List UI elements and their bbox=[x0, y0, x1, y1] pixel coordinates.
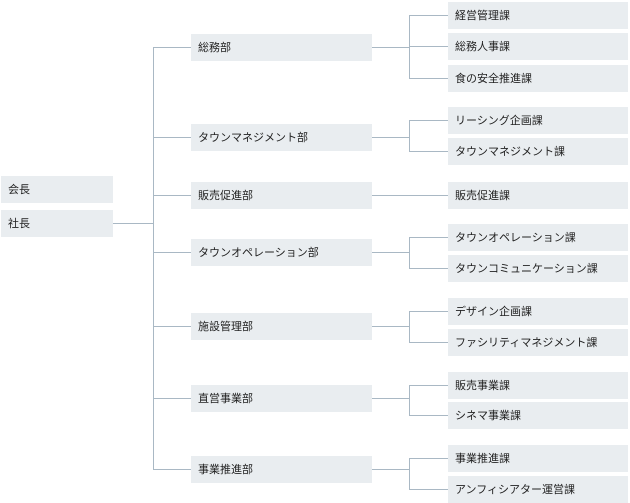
president-box: 社長 bbox=[1, 210, 113, 237]
department-box: 事業推進部 bbox=[191, 456, 372, 483]
section-label: タウンオペレーション課 bbox=[455, 231, 576, 244]
department-trunk bbox=[153, 47, 154, 469]
department-box: 総務部 bbox=[191, 34, 372, 61]
section-label: リーシング企画課 bbox=[455, 114, 543, 127]
section-label: 販売事業課 bbox=[455, 379, 510, 392]
section-label: 経営管理課 bbox=[455, 9, 510, 22]
dept-branch-line bbox=[153, 326, 191, 327]
section-trunk bbox=[409, 237, 410, 269]
president-connector bbox=[113, 223, 153, 224]
section-box: アンフィシアター運営課 bbox=[448, 476, 628, 503]
dept-section-connector bbox=[372, 326, 409, 327]
section-label: 販売促進課 bbox=[455, 189, 510, 202]
section-branch-line bbox=[409, 311, 448, 312]
section-branch-line bbox=[409, 120, 448, 121]
section-branch-line bbox=[409, 78, 448, 79]
section-box: タウンオペレーション課 bbox=[448, 224, 628, 251]
section-label: タウンマネジメント課 bbox=[455, 145, 565, 158]
section-label: 食の安全推進課 bbox=[455, 72, 532, 85]
section-label: 事業推進課 bbox=[455, 452, 510, 465]
section-label: アンフィシアター運営課 bbox=[455, 483, 576, 496]
section-label: 総務人事課 bbox=[455, 40, 510, 53]
dept-section-connector bbox=[372, 252, 409, 253]
dept-section-connector bbox=[372, 47, 409, 48]
section-label: デザイン企画課 bbox=[455, 305, 532, 318]
dept-branch-line bbox=[153, 469, 191, 470]
section-box: 事業推進課 bbox=[448, 445, 628, 472]
department-box: 販売促進部 bbox=[191, 182, 372, 209]
department-box: 直営事業部 bbox=[191, 385, 372, 412]
section-branch-line bbox=[409, 268, 448, 269]
section-box: タウンコミュニケーション課 bbox=[448, 255, 628, 282]
section-branch-line bbox=[409, 15, 448, 16]
section-label: シネマ事業課 bbox=[455, 409, 521, 422]
dept-branch-line bbox=[153, 195, 191, 196]
dept-section-connector bbox=[372, 469, 409, 470]
department-box: タウンマネジメント部 bbox=[191, 124, 372, 151]
dept-section-connector bbox=[372, 137, 409, 138]
section-box: リーシング企画課 bbox=[448, 107, 628, 134]
department-box: 施設管理部 bbox=[191, 313, 372, 340]
section-box: 経営管理課 bbox=[448, 2, 628, 29]
dept-section-connector bbox=[372, 398, 409, 399]
section-box: ファシリティマネジメント課 bbox=[448, 329, 628, 356]
section-branch-line bbox=[409, 385, 448, 386]
section-box: 総務人事課 bbox=[448, 33, 628, 60]
section-trunk bbox=[409, 311, 410, 343]
department-label: 販売促進部 bbox=[198, 189, 253, 202]
dept-branch-line bbox=[153, 398, 191, 399]
section-trunk bbox=[409, 458, 410, 490]
dept-branch-line bbox=[153, 252, 191, 253]
department-label: 総務部 bbox=[198, 41, 231, 54]
section-label: ファシリティマネジメント課 bbox=[455, 336, 598, 349]
section-box: シネマ事業課 bbox=[448, 402, 628, 429]
president-label: 社長 bbox=[8, 217, 30, 230]
section-branch-line bbox=[409, 237, 448, 238]
section-box: タウンマネジメント課 bbox=[448, 138, 628, 165]
section-branch-line bbox=[409, 489, 448, 490]
section-box: 販売事業課 bbox=[448, 372, 628, 399]
chairman-label: 会長 bbox=[8, 183, 30, 196]
department-label: 施設管理部 bbox=[198, 320, 253, 333]
department-label: タウンオペレーション部 bbox=[198, 246, 319, 259]
section-branch-line bbox=[409, 415, 448, 416]
section-branch-line bbox=[409, 342, 448, 343]
dept-section-connector bbox=[372, 195, 448, 196]
section-box: 食の安全推進課 bbox=[448, 65, 628, 92]
section-trunk bbox=[409, 385, 410, 416]
chairman-box: 会長 bbox=[1, 176, 113, 203]
department-label: 事業推進部 bbox=[198, 463, 253, 476]
section-branch-line bbox=[409, 151, 448, 152]
section-trunk bbox=[409, 120, 410, 152]
department-label: タウンマネジメント部 bbox=[198, 131, 308, 144]
department-label: 直営事業部 bbox=[198, 392, 253, 405]
section-branch-line bbox=[409, 46, 448, 47]
department-box: タウンオペレーション部 bbox=[191, 239, 372, 266]
section-box: 販売促進課 bbox=[448, 182, 628, 209]
section-label: タウンコミュニケーション課 bbox=[455, 262, 598, 275]
dept-branch-line bbox=[153, 47, 191, 48]
dept-branch-line bbox=[153, 137, 191, 138]
section-branch-line bbox=[409, 458, 448, 459]
section-box: デザイン企画課 bbox=[448, 298, 628, 325]
